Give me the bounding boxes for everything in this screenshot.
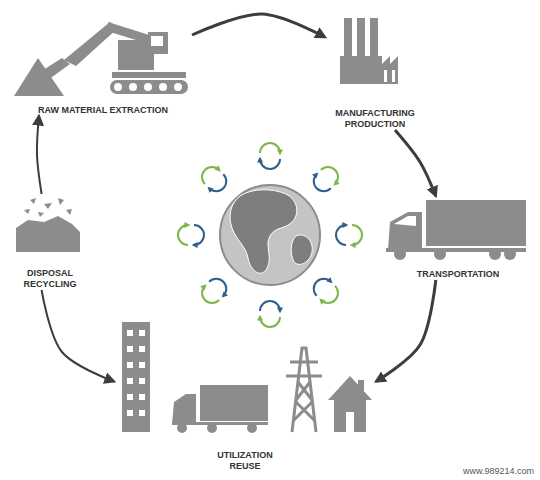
factory-icon <box>340 18 398 84</box>
stage-group: MANUFACTURING PRODUCTION <box>325 14 425 130</box>
stage-label: RAW MATERIAL EXTRACTION <box>18 105 188 116</box>
stage-group: UTILIZATION REUSE <box>114 316 376 472</box>
cycle-arrow <box>376 280 436 382</box>
excavator-icon <box>14 22 188 96</box>
truck-icon <box>386 200 526 260</box>
stage-group: DISPOSAL RECYCLING <box>8 194 92 290</box>
stage-group: TRANSPORTATION <box>384 196 532 280</box>
stage-label: TRANSPORTATION <box>388 269 528 280</box>
cycle-arrow <box>42 290 114 382</box>
building-icon <box>122 322 150 432</box>
stage-label: DISPOSAL RECYCLING <box>15 268 85 291</box>
cycle-arrow <box>192 14 325 37</box>
stage-label: UTILIZATION REUSE <box>210 450 280 473</box>
power-tower-icon <box>286 348 322 432</box>
house-icon <box>328 376 372 432</box>
stage-group: RAW MATERIAL EXTRACTION <box>14 8 192 116</box>
stage-label: MANUFACTURING PRODUCTION <box>327 108 423 131</box>
waste-pile-icon <box>16 198 80 252</box>
globe-icon <box>220 185 320 285</box>
truck-icon <box>172 385 268 433</box>
watermark: www.989214.com <box>463 466 534 476</box>
cycle-arrow <box>37 116 42 194</box>
exchange-arrows <box>178 143 362 327</box>
cycle-arrow <box>395 130 436 196</box>
